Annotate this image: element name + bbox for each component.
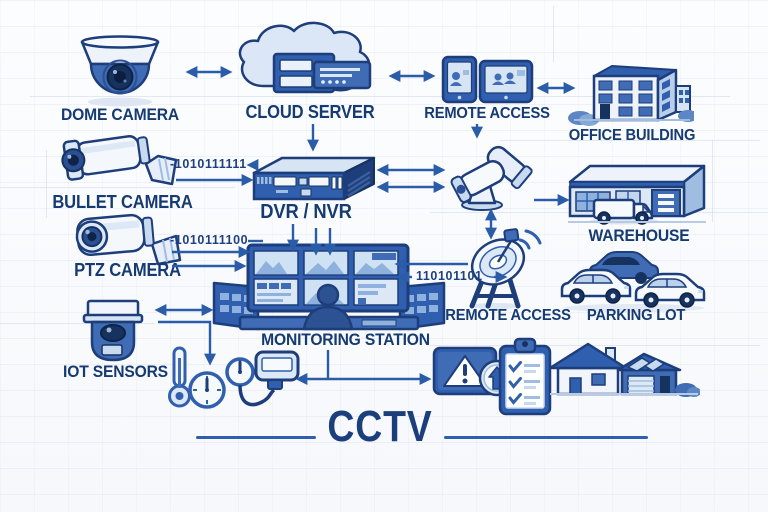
iot-sensors-label: IOT SENSORS <box>63 362 168 381</box>
bullet-camera-label: BULLET CAMERA <box>52 192 193 212</box>
dome-camera-label: DOME CAMERA <box>61 105 179 124</box>
guide-line <box>430 345 760 346</box>
dish-data-stream: 110101101 <box>416 269 483 283</box>
guide-line <box>712 140 713 222</box>
remote-access-dish-label: REMOTE ACCESS <box>445 307 571 324</box>
pressure-sensor-icon <box>225 350 300 407</box>
dual-camera-icon <box>446 136 538 212</box>
guide-line <box>553 6 554 62</box>
sensor-cluster <box>162 346 307 414</box>
parking-cars-icon <box>560 250 708 314</box>
guide-line <box>30 96 730 97</box>
bullet-data-stream: -1010111111 <box>170 157 247 171</box>
ptz-camera-label: PTZ CAMERA <box>74 260 181 280</box>
cloud-server-label: CLOUD SERVER <box>245 102 375 122</box>
guide-line <box>500 140 760 141</box>
monitoring-station-icon <box>212 243 446 335</box>
iot-sensor-icon <box>70 296 156 370</box>
bullet-camera-icon <box>58 122 182 194</box>
guide-line <box>0 187 235 188</box>
dvr-box-icon <box>246 146 386 208</box>
checklist-clipboard-icon <box>494 336 556 420</box>
clock-gauge-icon <box>188 371 226 409</box>
cloud-server-icon <box>230 20 386 104</box>
remote-access-top-label: REMOTE ACCESS <box>424 105 550 122</box>
title-line-right <box>444 436 648 439</box>
office-building-icon <box>566 50 694 130</box>
guide-line <box>0 323 155 324</box>
satellite-dish-icon <box>458 226 546 310</box>
dvr-nvr-label: DVR / NVR <box>260 201 352 223</box>
dome-camera-icon <box>55 32 185 108</box>
monitoring-station-label: MONITORING STATION <box>261 330 430 349</box>
diagram-title: CCTV <box>327 402 433 451</box>
house-icon <box>548 338 700 398</box>
thermometer-icon <box>168 346 191 408</box>
ptz-data-stream: -1010111100 <box>170 233 249 247</box>
parking-lot-label: PARKING LOT <box>586 307 686 324</box>
office-building-label: OFFICE BUILDING <box>568 127 696 144</box>
guide-line <box>46 150 47 218</box>
warehouse-icon <box>564 146 710 230</box>
title-line-left <box>196 436 316 439</box>
mobile-devices-icon <box>436 52 536 106</box>
ptz-camera-icon <box>62 208 186 270</box>
connector-iot-sensors <box>158 320 216 366</box>
warehouse-label: WAREHOUSE <box>588 226 690 245</box>
